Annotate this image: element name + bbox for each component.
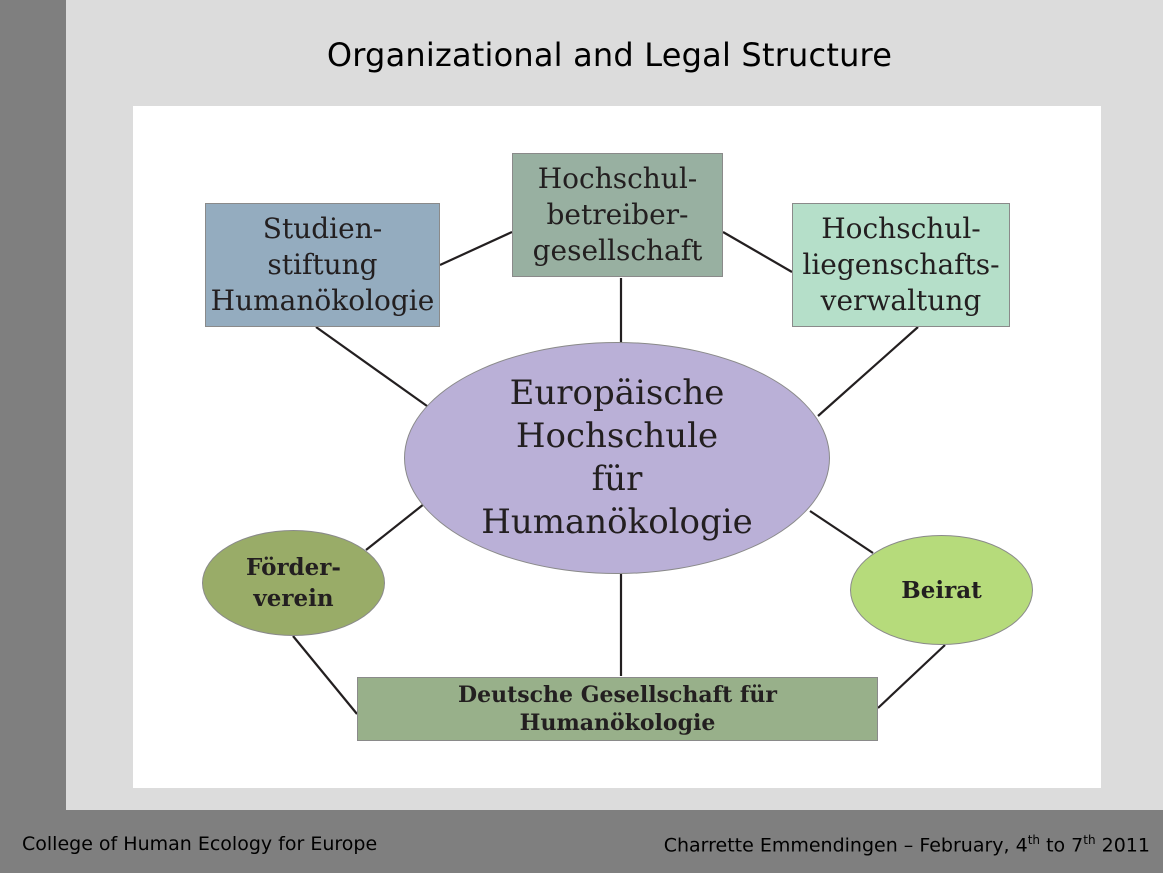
- node-europaeische-hochschule: Europäische Hochschule für Humanökologie: [404, 342, 830, 574]
- connector-liegenschaft-center: [817, 326, 919, 417]
- node-beirat: Beirat: [850, 535, 1033, 645]
- footer-right: Charrette Emmendingen – February, 4th to…: [664, 833, 1150, 856]
- node-hochschulliegenschaftsverwaltung: Hochschul- liegenschafts- verwaltung: [792, 203, 1010, 327]
- node-foerderverein: Förder- verein: [202, 530, 385, 636]
- connector-betreiber-liegenschaft: [722, 231, 793, 273]
- connector-foerder-dgh: [292, 635, 358, 715]
- connector-beirat-dgh: [877, 644, 946, 709]
- node-hochschulbetreibergesellschaft: Hochschul- betreiber- gesellschaft: [512, 153, 723, 277]
- node-deutsche-gesellschaft-fuer-humanoekologie: Deutsche Gesellschaft für Humanökologie: [357, 677, 878, 741]
- footer-right-suffix: 2011: [1095, 834, 1150, 857]
- slide-title: Organizational and Legal Structure: [326, 36, 893, 74]
- footer-left: College of Human Ecology for Europe: [22, 833, 378, 855]
- connector-studien-betreiber: [439, 231, 513, 266]
- footer-right-sup2: th: [1083, 833, 1096, 847]
- footer-right-prefix: Charrette Emmendingen – February, 4: [663, 834, 1028, 857]
- footer-right-mid: to 7: [1040, 834, 1084, 857]
- node-studienstiftung: Studien- stiftung Humanökologie: [205, 203, 440, 327]
- footer-right-sup1: th: [1027, 833, 1041, 847]
